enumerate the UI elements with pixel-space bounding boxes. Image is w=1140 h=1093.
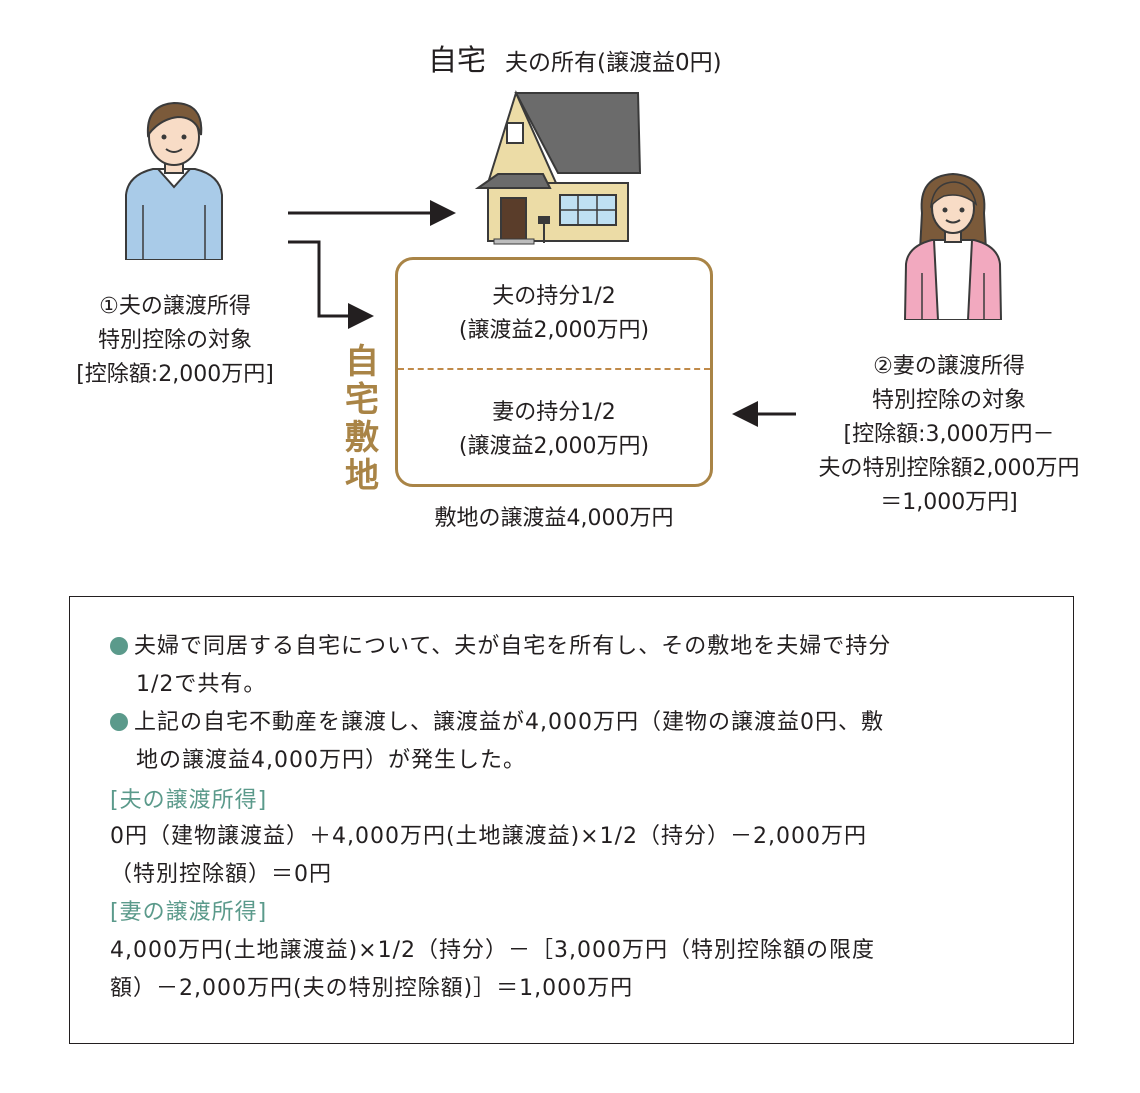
house-ownership-label: 夫の所有(譲渡益0円) [505, 50, 722, 76]
wife-share-gain: (譲渡益2,000万円) [458, 434, 650, 459]
info-bullet-2: 上記の自宅不動産を譲渡し、譲渡益が4,000万円（建物の譲渡益0円、敷 [110, 712, 884, 734]
wife-income-calc: 4,000万円(土地譲渡益)×1/2（持分）－［3,000万円（特別控除額の限度 [110, 938, 875, 963]
bullet-icon [110, 713, 128, 731]
husband-caption-line: ①夫の譲渡所得 [99, 294, 251, 319]
wife-caption-line: 夫の特別控除額2,000万円 [818, 456, 1080, 481]
wife-caption-line: ＝1,000万円] [880, 490, 1018, 515]
wife-share: 妻の持分1/2 (譲渡益2,000万円) [395, 396, 713, 464]
vertical-char: 地 [345, 456, 379, 496]
land-vertical-label: 自 宅 敷 地 [337, 343, 387, 495]
husband-income-calc-cont: （特別控除額）＝0円 [110, 862, 332, 887]
arrow-to-house-head [430, 200, 456, 226]
arrows-layer [288, 200, 796, 427]
wife-caption-line: [控除額:3,000万円－ [843, 422, 1055, 447]
husband-share-gain: (譲渡益2,000万円) [458, 318, 650, 343]
husband-income-heading: [夫の譲渡所得] [110, 788, 268, 813]
wife-caption: ②妻の譲渡所得 特別控除の対象 [控除額:3,000万円－ 夫の特別控除額2,0… [784, 350, 1114, 520]
wife-icon [903, 172, 1003, 320]
vertical-char: 宅 [345, 380, 379, 420]
info-bullet-1: 夫婦で同居する自宅について、夫が自宅を所有し、その敷地を夫婦で持分 [110, 636, 891, 658]
arrow-to-land-head [348, 303, 374, 329]
land-box [395, 257, 713, 487]
husband-share-title: 夫の持分1/2 [492, 284, 616, 309]
wife-caption-line: 特別控除の対象 [871, 388, 1026, 413]
bullet-icon [110, 637, 128, 655]
land-gain: 敷地の譲渡益4,000万円 [434, 506, 674, 531]
husband-caption-line: 特別控除の対象 [97, 328, 252, 353]
husband-icon [125, 101, 223, 260]
husband-caption: ①夫の譲渡所得 特別控除の対象 [控除額:2,000万円] [30, 290, 320, 392]
vertical-char: 自 [345, 342, 379, 382]
husband-share: 夫の持分1/2 (譲渡益2,000万円) [395, 280, 713, 348]
husband-income-calc: 0円（建物譲渡益）＋4,000万円(土地譲渡益)×1/2（持分）－2,000万円 [110, 824, 867, 849]
info-box [69, 596, 1074, 1044]
wife-caption-line: ②妻の譲渡所得 [873, 354, 1025, 379]
arrow-to-land [288, 240, 350, 318]
house-title: 自宅 [428, 43, 487, 77]
wife-income-calc-cont: 額）－2,000万円(夫の特別控除額)］＝1,000万円 [110, 976, 634, 1001]
husband-caption-line: [控除額:2,000万円] [76, 362, 274, 387]
wife-income-heading: [妻の譲渡所得] [110, 900, 268, 925]
info-text: 上記の自宅不動産を譲渡し、譲渡益が4,000万円（建物の譲渡益0円、敷 [134, 710, 884, 735]
wife-share-title: 妻の持分1/2 [492, 400, 616, 425]
info-bullet-2-cont: 地の譲渡益4,000万円）が発生した。 [136, 748, 526, 773]
vertical-char: 敷 [345, 418, 379, 458]
house-icon [474, 90, 642, 245]
info-text: 夫婦で同居する自宅について、夫が自宅を所有し、その敷地を夫婦で持分 [134, 634, 892, 659]
land-divider [398, 368, 710, 370]
arrow-from-wife-head [732, 401, 758, 427]
info-bullet-1-cont: 1/2で共有。 [136, 672, 267, 697]
